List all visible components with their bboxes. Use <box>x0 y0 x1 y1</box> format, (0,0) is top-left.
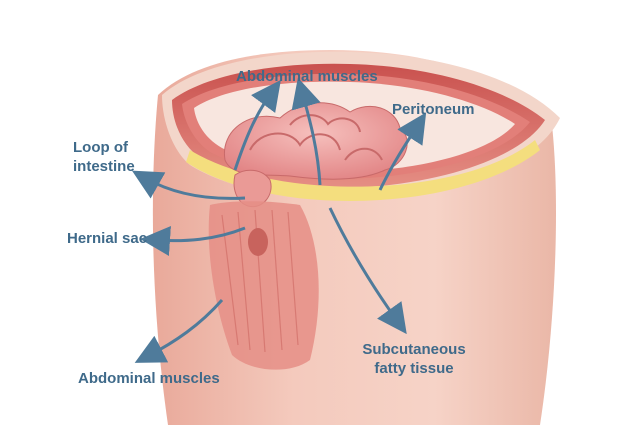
label-peritoneum: Peritoneum <box>392 101 475 118</box>
label-loop-of-intestine: Loop of intestine <box>73 138 135 176</box>
label-abdominal-muscles-bottom: Abdominal muscles <box>78 370 220 387</box>
label-loop-of-intestine-line2: intestine <box>73 158 135 175</box>
pointer-arrows <box>131 77 427 363</box>
arrow-peritoneum <box>378 112 427 191</box>
hernial-sac-shape <box>248 228 268 256</box>
label-subcutaneous-line1: Subcutaneous <box>362 341 466 358</box>
label-loop-of-intestine-line1: Loop of <box>73 139 128 156</box>
arrow-abdominal-muscles-bottom <box>134 299 224 363</box>
label-subcutaneous-fatty-tissue: Subcutaneous fatty tissue <box>356 340 472 378</box>
arrow-abdominal-muscles-top-left <box>233 79 281 171</box>
arrow-abdominal-muscles-top-right <box>291 77 322 186</box>
arrow-loop-of-intestine <box>131 170 246 200</box>
arrow-hernial-sac <box>140 226 246 256</box>
label-abdominal-muscles-top: Abdominal muscles <box>236 68 378 85</box>
label-subcutaneous-line2: fatty tissue <box>374 360 454 377</box>
fat-layer <box>186 140 540 201</box>
arrow-subcutaneous <box>328 207 407 335</box>
label-hernial-sac: Hernial sac <box>67 230 148 247</box>
